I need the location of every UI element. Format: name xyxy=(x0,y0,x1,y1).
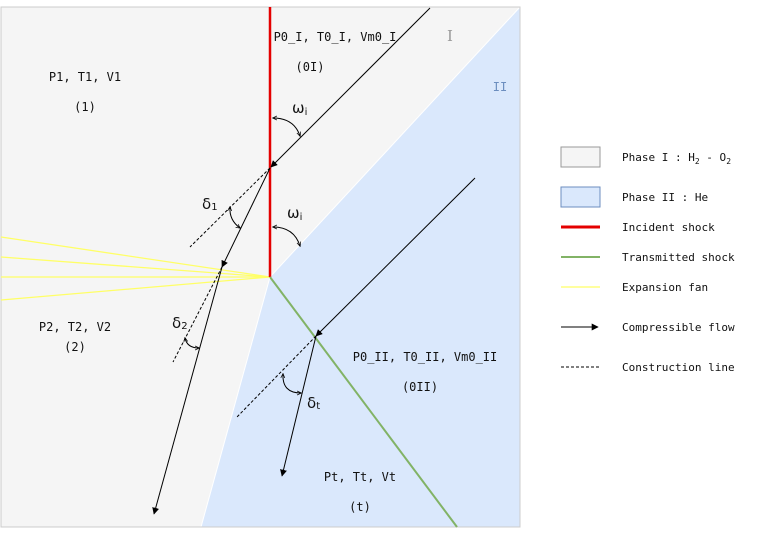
state-0I-id: (0I) xyxy=(296,60,325,74)
delta1-arc xyxy=(230,207,240,228)
state-2-id: (2) xyxy=(64,340,86,354)
diagram-frame xyxy=(0,6,521,528)
fan-ray-1 xyxy=(0,236,271,278)
legend-phase-1-swatch xyxy=(560,146,601,168)
state-0I-label: P0_I, T0_I, Vm0_I xyxy=(274,30,397,44)
delta1-label: δ1 xyxy=(202,195,218,213)
fan-ray-2 xyxy=(0,256,271,278)
state-1-id: (1) xyxy=(74,100,96,114)
legend: Phase I : H2 - O2 Phase II : He Incident… xyxy=(560,146,735,374)
expansion-fan xyxy=(0,236,271,301)
flow-phase-1-to-2 xyxy=(221,167,271,268)
construction-line-2 xyxy=(172,266,223,363)
delta-t-label: δt xyxy=(307,394,320,412)
state-1-label: P1, T1, V1 xyxy=(49,70,121,84)
transmitted-shock xyxy=(269,276,458,528)
state-0II-id: (0II) xyxy=(402,380,438,394)
legend-phase-2-label: Phase II : He xyxy=(622,191,708,204)
legend-phase-1-label: Phase I : H2 - O2 xyxy=(622,151,731,166)
phase-interface-upper xyxy=(269,6,521,278)
state-t-id: (t) xyxy=(349,500,371,514)
angle-arcs xyxy=(185,118,301,393)
legend-flow-label: Compressible flow xyxy=(622,321,735,334)
omega-lower-arc xyxy=(273,227,300,246)
legend-incident-label: Incident shock xyxy=(622,221,715,234)
phase-2-numeral: II xyxy=(493,80,507,94)
legend-fan-label: Expansion fan xyxy=(622,281,708,294)
legend-transmitted-label: Transmitted shock xyxy=(622,251,735,264)
omega-upper-arc xyxy=(273,118,300,136)
omega-upper-label: ωi xyxy=(292,99,307,118)
phase-interface-lower xyxy=(200,276,271,528)
flow-transmitted xyxy=(280,335,317,477)
phase-2-region xyxy=(201,7,520,527)
construction-line-3 xyxy=(236,335,317,418)
phase-1-numeral: I xyxy=(447,27,453,45)
delta2-arc xyxy=(185,338,199,348)
flow-phase-2-outgoing xyxy=(152,266,223,515)
delta2-label: δ2 xyxy=(172,314,188,332)
legend-construction-label: Construction line xyxy=(622,361,735,374)
flow-incoming-phase-2 xyxy=(315,177,476,337)
state-2-label: P2, T2, V2 xyxy=(39,320,111,334)
flow-incoming-phase-1 xyxy=(270,7,431,168)
state-t-label: Pt, Tt, Vt xyxy=(324,470,396,484)
flow-lines xyxy=(152,7,476,515)
fan-ray-4 xyxy=(0,276,271,301)
state-0II-label: P0_II, T0_II, Vm0_II xyxy=(353,350,498,364)
legend-phase-2-swatch xyxy=(560,186,601,208)
delta-t-arc xyxy=(283,374,301,393)
omega-lower-label: ωi xyxy=(287,204,302,223)
